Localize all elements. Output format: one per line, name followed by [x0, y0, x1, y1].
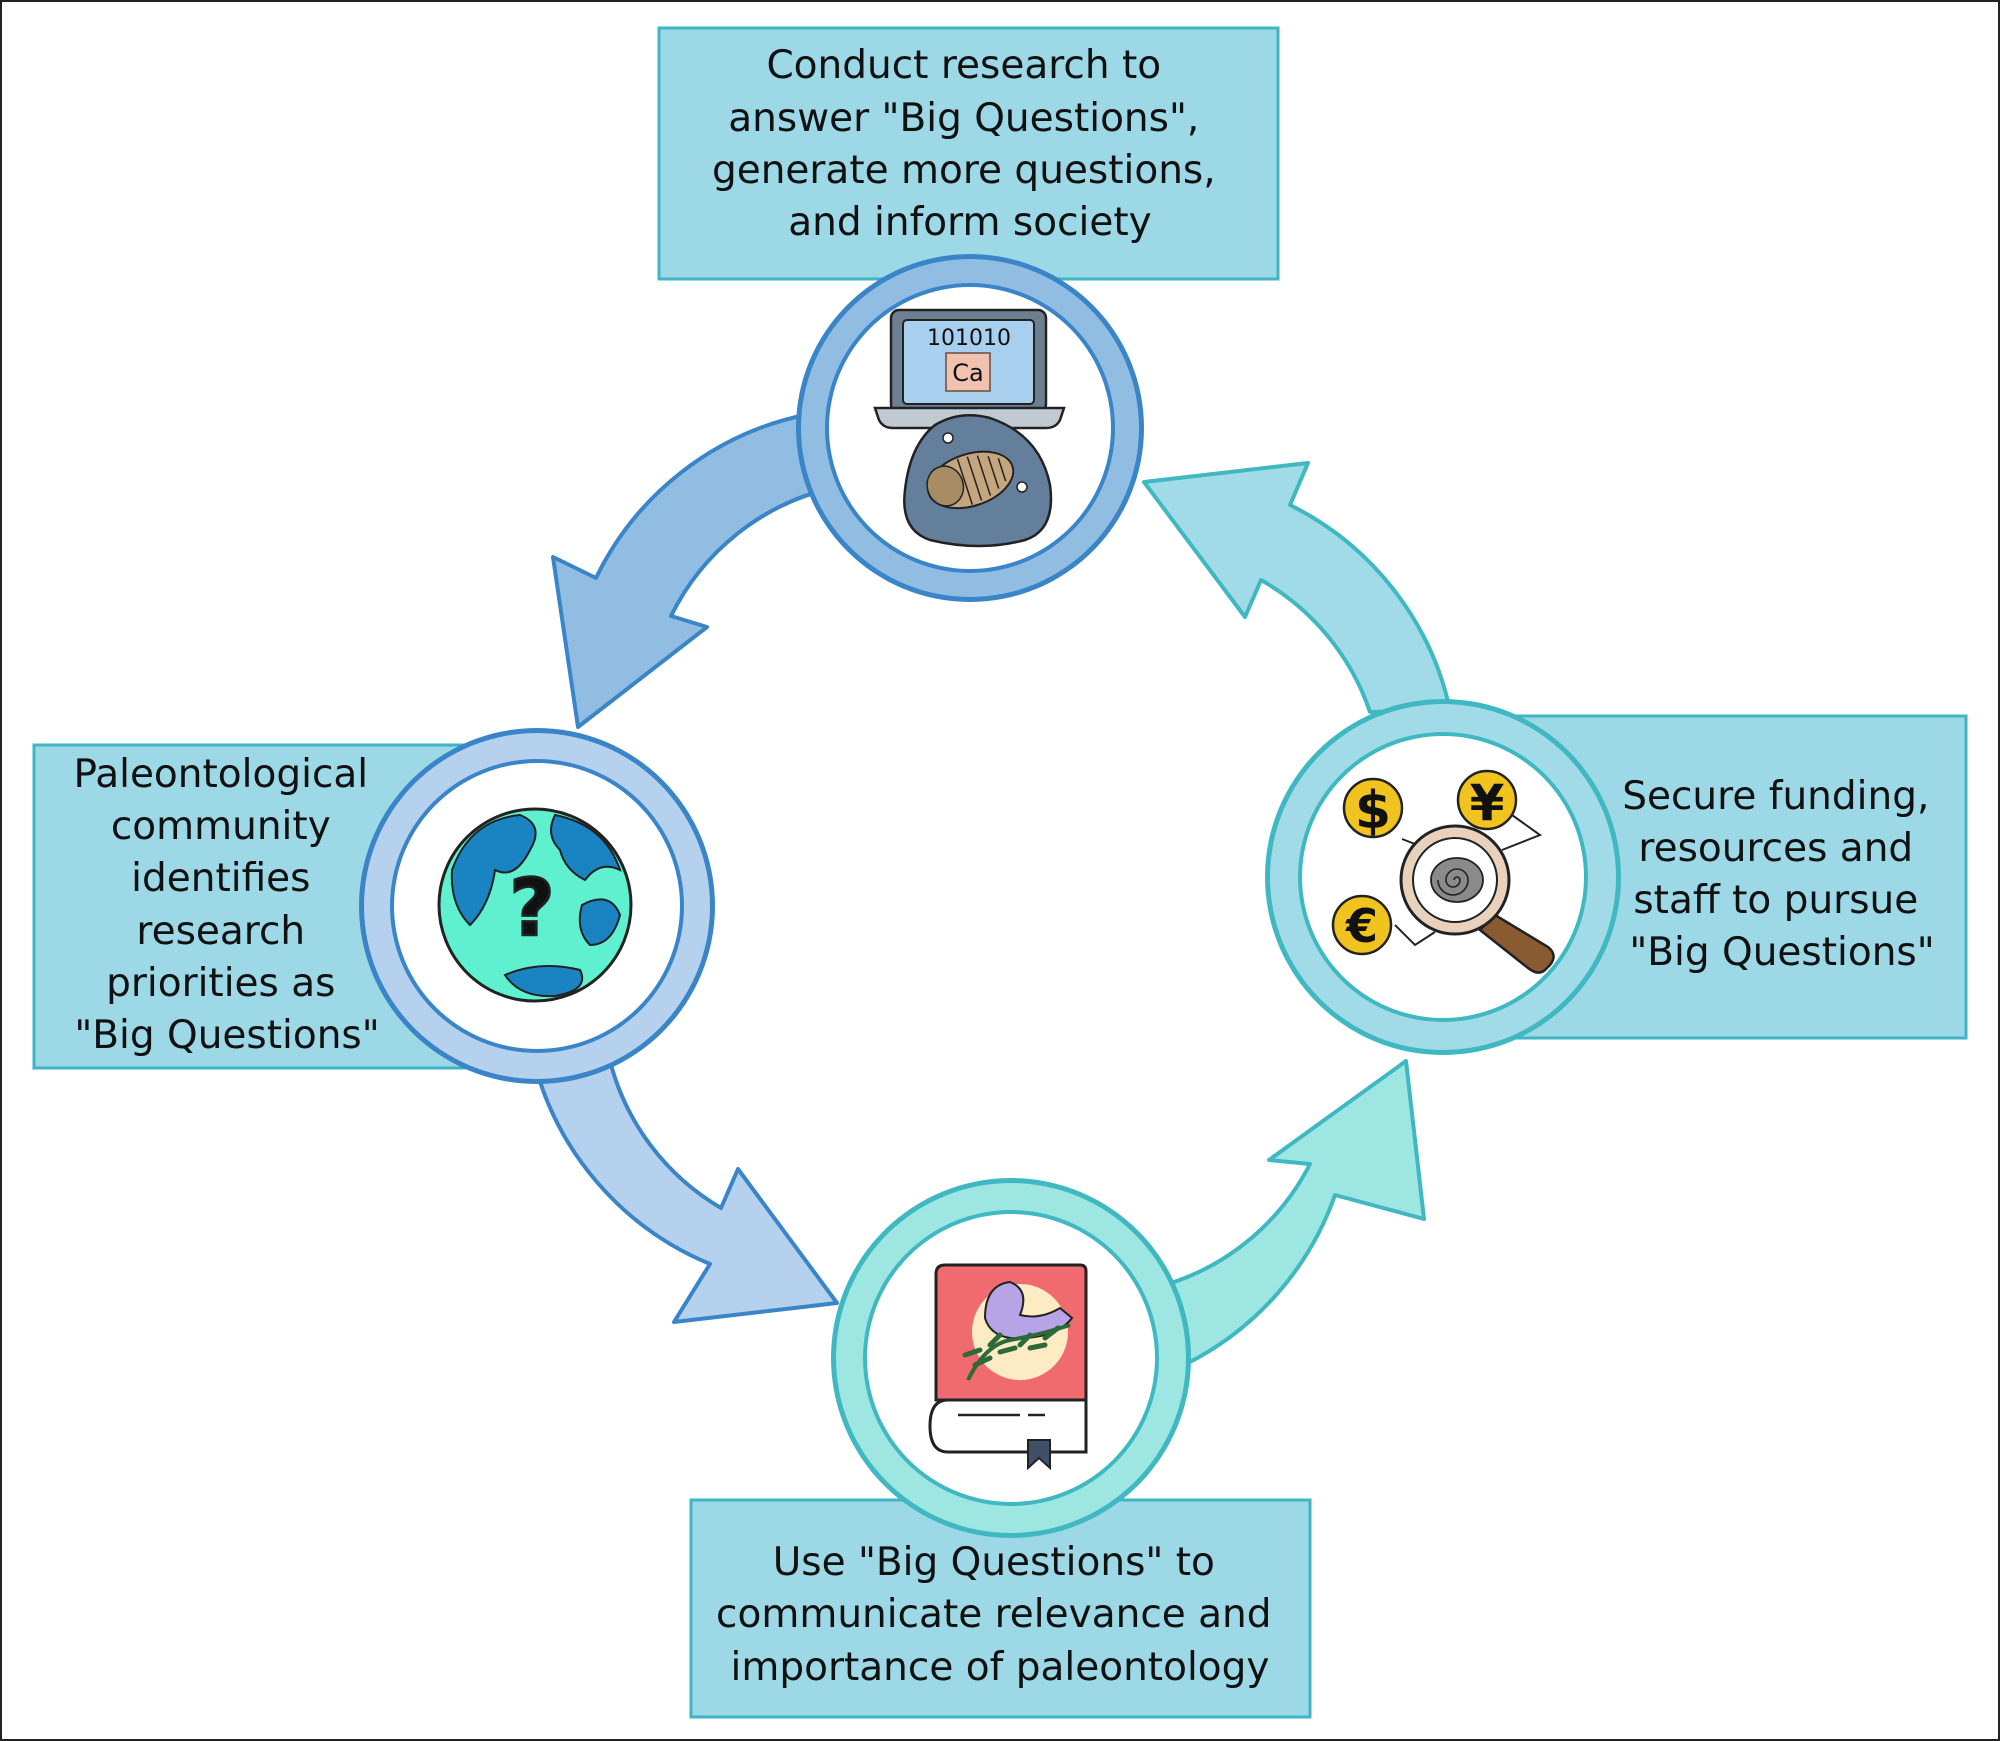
communicate-line-1: Use "Big Questions" to	[773, 1540, 1215, 1585]
research-line-4: and inform society	[788, 200, 1151, 245]
book-fossil-icon	[928, 1263, 1088, 1471]
funding-caption: Secure funding, resources and staff to p…	[1622, 774, 1942, 975]
communicate-box	[689, 1498, 1312, 1719]
globe-question-mark: ?	[509, 864, 554, 954]
euro-coin: €	[1345, 899, 1378, 953]
funding-line-4: "Big Questions"	[1629, 930, 1934, 975]
research-box	[657, 26, 1280, 281]
identify-caption: Paleontological community identifies res…	[73, 752, 380, 1058]
arrow-communicate-to-funding	[1166, 1059, 1426, 1366]
laptop-trilobite-icon: 101010 Ca	[873, 308, 1066, 548]
yen-coin: ¥	[1470, 774, 1505, 832]
research-caption: Conduct research to answer "Big Question…	[712, 43, 1228, 245]
research-line-3: generate more questions,	[712, 148, 1216, 193]
arrow-funding-to-research	[1142, 461, 1452, 714]
coins-magnifier-icon: $ ¥ €	[1331, 769, 1555, 974]
funding-line-3: staff to pursue	[1633, 878, 1918, 923]
identify-line-5: priorities as	[106, 961, 335, 1006]
identify-line-3: identifies	[131, 856, 310, 901]
funding-line-1: Secure funding,	[1622, 774, 1929, 819]
identify-line-4: research	[136, 909, 305, 954]
identify-line-2: community	[111, 804, 331, 849]
laptop-code-text: 101010	[927, 326, 1011, 351]
element-symbol-text: Ca	[952, 359, 983, 387]
research-line-1: Conduct research to	[766, 43, 1161, 88]
dollar-coin: $	[1355, 781, 1391, 841]
arrow-identify-to-communicate	[531, 1055, 839, 1324]
communicate-line-3: importance of paleontology	[731, 1645, 1270, 1690]
research-line-2: answer "Big Questions",	[728, 96, 1199, 141]
globe-question-icon: ?	[437, 807, 633, 1003]
communicate-line-2: communicate relevance and	[716, 1592, 1271, 1637]
communicate-caption: Use "Big Questions" to communicate relev…	[716, 1540, 1284, 1690]
arrow-research-to-identify	[551, 413, 834, 729]
identify-line-6: "Big Questions"	[74, 1013, 379, 1058]
identify-line-1: Paleontological	[73, 752, 368, 797]
funding-line-2: resources and	[1638, 826, 1913, 871]
